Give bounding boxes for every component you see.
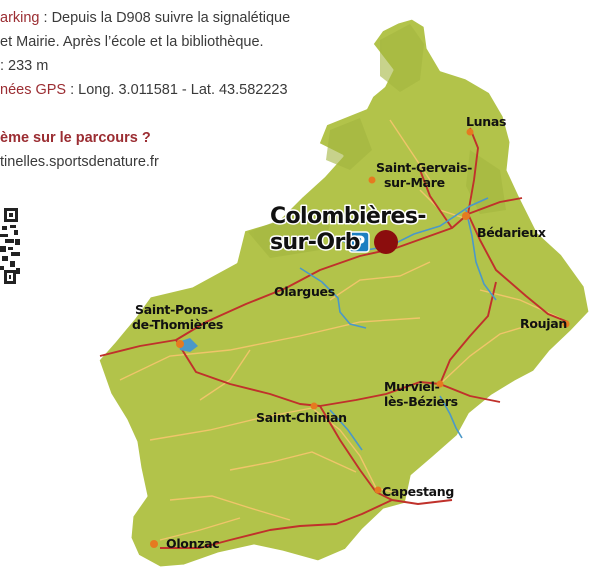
gps-coordinates: : Long. 3.011581 - Lat. 43.582223 <box>66 82 288 98</box>
rivers <box>299 197 497 451</box>
town-olargues: Olargues <box>274 284 335 299</box>
town-markers <box>150 128 570 548</box>
territory-area <box>96 16 592 570</box>
town-saint-gervais-1: Saint-Gervais- <box>376 160 472 175</box>
start-town-label-line2: sur-Orb <box>270 230 360 255</box>
town-saint-gervais-2: sur-Mare <box>384 175 445 190</box>
town-saint-chinian: Saint-Chinian <box>256 410 347 425</box>
directions-line: et Mairie. Après l’école et la bibliothè… <box>0 34 264 50</box>
altitude-line: : 233 m <box>0 58 49 74</box>
start-town-label-line1: Colombières- <box>270 204 426 229</box>
problem-website[interactable]: tinelles.sportsdenature.fr <box>0 154 159 170</box>
town-labels: Lunas Saint-Gervais- sur-Mare Bédarieux … <box>132 114 567 551</box>
town-roujan: Roujan <box>520 316 567 331</box>
town-bedarieux: Bédarieux <box>477 225 546 240</box>
problem-title: ème sur le parcours ? <box>0 130 151 146</box>
parking-directions: : Depuis la D908 suivre la signalétique <box>39 10 291 26</box>
minor-roads <box>119 119 561 541</box>
parking-letter: P <box>353 233 365 253</box>
town-saint-pons-2: de-Thomières <box>132 317 223 332</box>
town-murviel-1: Murviel- <box>384 379 440 394</box>
gps-line: nées GPS : Long. 3.011581 - Lat. 43.5822… <box>0 78 290 102</box>
parking-label: arking <box>0 10 40 26</box>
start-point-marker[interactable] <box>374 230 398 254</box>
relief-shading <box>248 24 506 258</box>
qr-code-icon[interactable] <box>0 206 20 290</box>
town-capestang: Capestang <box>382 484 454 499</box>
town-murviel-2: lès-Béziers <box>384 394 458 409</box>
access-info: arking : Depuis la D908 suivre la signal… <box>0 6 290 174</box>
town-saint-pons-1: Saint-Pons- <box>135 302 213 317</box>
town-olonzac: Olonzac <box>166 536 219 551</box>
parking-line: arking : Depuis la D908 suivre la signal… <box>0 6 290 30</box>
town-lunas: Lunas <box>466 114 506 129</box>
parking-sign[interactable]: P <box>348 231 370 253</box>
gps-label: nées GPS <box>0 82 67 98</box>
